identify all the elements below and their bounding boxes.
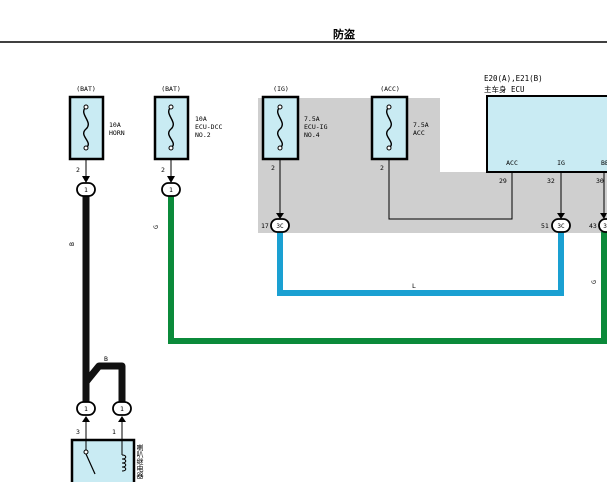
svg-text:17: 17 <box>261 222 269 230</box>
svg-text:51: 51 <box>541 222 549 230</box>
fuse-dcc-rating: 10A <box>195 115 207 123</box>
fuse-ig-name: ECU-IG <box>304 123 328 131</box>
connector-relay-right: 1 1 <box>112 401 132 436</box>
fuse-acc-element-icon <box>386 106 392 149</box>
wire-loop-blue <box>277 232 564 296</box>
ecu-label-line1: E20(A),E21(B) <box>484 74 543 83</box>
ecu-pin-acc-number: 29 <box>499 177 507 185</box>
fuse-ig-name2: NO.4 <box>304 131 320 139</box>
ecu-pin-be-name: BE <box>601 159 607 167</box>
fuse-horn-source: (BAT) <box>76 85 96 93</box>
fuse-acc-source: (ACC) <box>380 85 400 93</box>
fuse-acc-rating: 7.5A <box>413 121 429 129</box>
junction-block <box>258 98 607 233</box>
fuse-ig-element-icon <box>277 106 283 149</box>
wire-branch-label: B <box>104 355 108 363</box>
horn-relay <box>70 438 136 482</box>
fuse-horn-element-icon <box>83 106 89 149</box>
ecu-pin-ig-number: 32 <box>547 177 555 185</box>
connector-dcc-top: 1 <box>161 176 181 197</box>
fuse-acc-pin: 2 <box>380 164 384 172</box>
relay-label: 喇叭继电器 <box>136 443 144 480</box>
svg-text:3: 3 <box>603 223 607 230</box>
fuse-acc-name: ACC <box>413 129 425 137</box>
ecu-pin-ig-name: IG <box>557 159 565 167</box>
svg-text:3C: 3C <box>557 223 565 230</box>
ecu-pin-acc-name: ACC <box>506 159 518 167</box>
wire-dcc-label: G <box>152 225 160 229</box>
fuse-horn-name: HORN <box>109 129 125 137</box>
svg-text:3C: 3C <box>276 223 284 230</box>
fuse-ig-source: (IG) <box>273 85 289 93</box>
svg-text:1: 1 <box>84 186 88 194</box>
relay-coil-icon <box>121 422 127 472</box>
fuse-horn-rating: 10A <box>109 121 121 129</box>
fuse-dcc-source: (BAT) <box>161 85 181 93</box>
svg-text:1: 1 <box>112 428 116 436</box>
fuse-dcc-name: ECU-DCC <box>195 123 222 131</box>
wire-dcc-green <box>168 196 607 344</box>
connector-be-3c: 3 43 <box>589 213 607 233</box>
svg-text:1: 1 <box>169 186 173 194</box>
main-body-ecu <box>486 95 607 173</box>
fuse-dcc-pin: 2 <box>161 166 165 174</box>
relay-switch-icon <box>83 422 96 475</box>
connector-ig-3c: 3C 17 <box>261 213 290 233</box>
wire-be-label: G <box>590 280 598 284</box>
connector-relay-left: 1 3 <box>76 401 96 436</box>
ecu-label-line2: 主车身 ECU <box>484 84 525 94</box>
fuse-dcc-element-icon <box>168 106 174 149</box>
svg-text:1: 1 <box>120 405 124 413</box>
wire-horn-label: B <box>68 242 76 246</box>
page-title: 防盗 <box>333 27 355 41</box>
wire-loop-label: L <box>412 282 416 290</box>
wire-acc-internal <box>388 159 513 220</box>
svg-text:43: 43 <box>589 222 597 230</box>
svg-text:3: 3 <box>76 428 80 436</box>
fuse-dcc-name2: NO.2 <box>195 131 211 139</box>
connector-horn-top: 1 <box>76 176 96 197</box>
svg-text:1: 1 <box>84 405 88 413</box>
wire-branch-black <box>83 362 126 402</box>
fuse-ig-rating: 7.5A <box>304 115 320 123</box>
fuse-horn-pin: 2 <box>76 166 80 174</box>
ecu-pin-be-number: 30 <box>596 177 604 185</box>
fuse-ig-pin: 2 <box>271 164 275 172</box>
connector-acc-3c: 3C 51 <box>541 213 571 233</box>
